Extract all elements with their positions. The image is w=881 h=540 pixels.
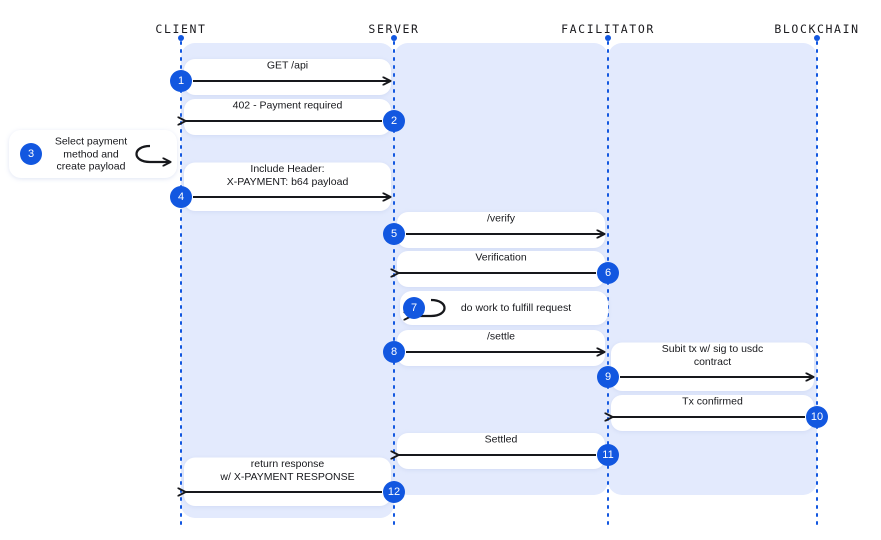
- message-pill-8: [397, 330, 605, 366]
- step-badge-1[interactable]: 1: [170, 70, 192, 92]
- message-label-12: return response w/ X-PAYMENT RESPONSE: [220, 458, 355, 483]
- message-label-10: Tx confirmed: [682, 395, 743, 408]
- self-loop-label-3: Select payment method and create payload: [54, 135, 128, 173]
- message-pill-11: [397, 433, 605, 469]
- message-pill-4: [184, 162, 391, 211]
- lifeline-label-client: CLIENT: [155, 22, 207, 36]
- lifeline-dot-client: [178, 35, 184, 41]
- step-badge-7[interactable]: 7: [403, 297, 425, 319]
- step-badge-6[interactable]: 6: [597, 262, 619, 284]
- message-pill-1: [184, 59, 391, 95]
- lifeline-dot-facilitator: [605, 35, 611, 41]
- message-pill-12: [184, 457, 391, 506]
- step-badge-4[interactable]: 4: [170, 186, 192, 208]
- step-badge-9[interactable]: 9: [597, 366, 619, 388]
- step-badge-10[interactable]: 10: [806, 406, 828, 428]
- lifeline-label-server: SERVER: [368, 22, 420, 36]
- step-badge-8[interactable]: 8: [383, 341, 405, 363]
- message-label-2: 402 - Payment required: [232, 99, 343, 112]
- message-arrows: [135, 81, 814, 492]
- message-pill-10: [611, 395, 814, 431]
- message-label-1: GET /api: [266, 59, 309, 72]
- band-client-server: [181, 43, 394, 518]
- message-pill-9: [611, 342, 814, 391]
- self-loop-pill-7: [400, 291, 608, 325]
- message-pill-5: [397, 212, 605, 248]
- step-badge-11[interactable]: 11: [597, 444, 619, 466]
- self-loop-pill-3: [9, 130, 177, 178]
- step-badge-12[interactable]: 12: [383, 481, 405, 503]
- lifeline-dot-server: [391, 35, 397, 41]
- self-loop-label-7: do work to fulfill request: [460, 301, 572, 314]
- step-badge-5[interactable]: 5: [383, 223, 405, 245]
- step-badge-3[interactable]: 3: [20, 143, 42, 165]
- message-label-11: Settled: [484, 433, 518, 446]
- message-label-4: Include Header: X-PAYMENT: b64 payload: [226, 163, 349, 188]
- message-pill-2: [184, 99, 391, 135]
- self-loop-arrow-7: [411, 298, 446, 316]
- message-pill-6: [397, 251, 605, 287]
- message-label-5: /verify: [486, 212, 516, 225]
- lifeline-label-facilitator: FACILITATOR: [561, 22, 655, 36]
- lifeline-dot-blockchain: [814, 35, 820, 41]
- message-pills: [9, 59, 814, 506]
- self-loop-arrow-3: [135, 144, 171, 162]
- message-label-9: Subit tx w/ sig to usdc contract: [661, 343, 764, 368]
- message-label-8: /settle: [486, 330, 516, 343]
- step-badge-2[interactable]: 2: [383, 110, 405, 132]
- message-label-6: Verification: [475, 251, 527, 264]
- lifeline-label-blockchain: BLOCKCHAIN: [774, 22, 860, 36]
